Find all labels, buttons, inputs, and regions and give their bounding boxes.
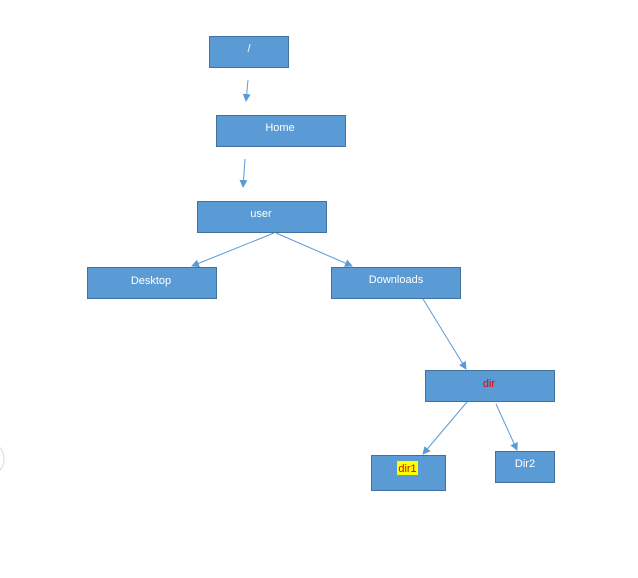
- node-desktop-box: [87, 267, 217, 299]
- node-downloads-box: [331, 267, 461, 299]
- node-dir1: dir1: [371, 455, 446, 491]
- connector-home-user: [239, 158, 248, 188]
- node-user-box: [197, 201, 327, 233]
- node-dir1-highlight: [397, 461, 418, 475]
- node-root: /: [209, 36, 289, 68]
- node-dir-label: dir: [483, 378, 496, 390]
- node-home: Home: [216, 115, 346, 147]
- connector-user-downloads: [275, 232, 353, 267]
- node-home-label: Home: [265, 122, 294, 134]
- node-downloads: Downloads: [331, 267, 461, 299]
- edge-circle-decoration: [0, 446, 5, 472]
- node-desktop: Desktop: [87, 267, 217, 299]
- node-dir2: Dir2: [495, 451, 555, 483]
- node-dir-box: [425, 370, 555, 402]
- node-dir: dir: [425, 370, 555, 402]
- node-dir1-label: dir1: [398, 463, 416, 475]
- node-dir2-box: [495, 451, 555, 483]
- node-dir2-label: Dir2: [515, 458, 535, 470]
- connector-user-desktop: [191, 232, 275, 268]
- connector-downloads-dir: [422, 298, 467, 370]
- node-downloads-label: Downloads: [369, 274, 424, 286]
- node-user-label: user: [250, 208, 272, 220]
- node-user: user: [197, 201, 327, 233]
- node-root-label: /: [247, 43, 251, 55]
- connector-root-home: [242, 79, 251, 102]
- connector-dir-dir2: [495, 403, 518, 451]
- node-root-box: [209, 36, 289, 68]
- connector-dir-dir1: [422, 401, 468, 455]
- node-desktop-label: Desktop: [131, 275, 171, 287]
- node-home-box: [216, 115, 346, 147]
